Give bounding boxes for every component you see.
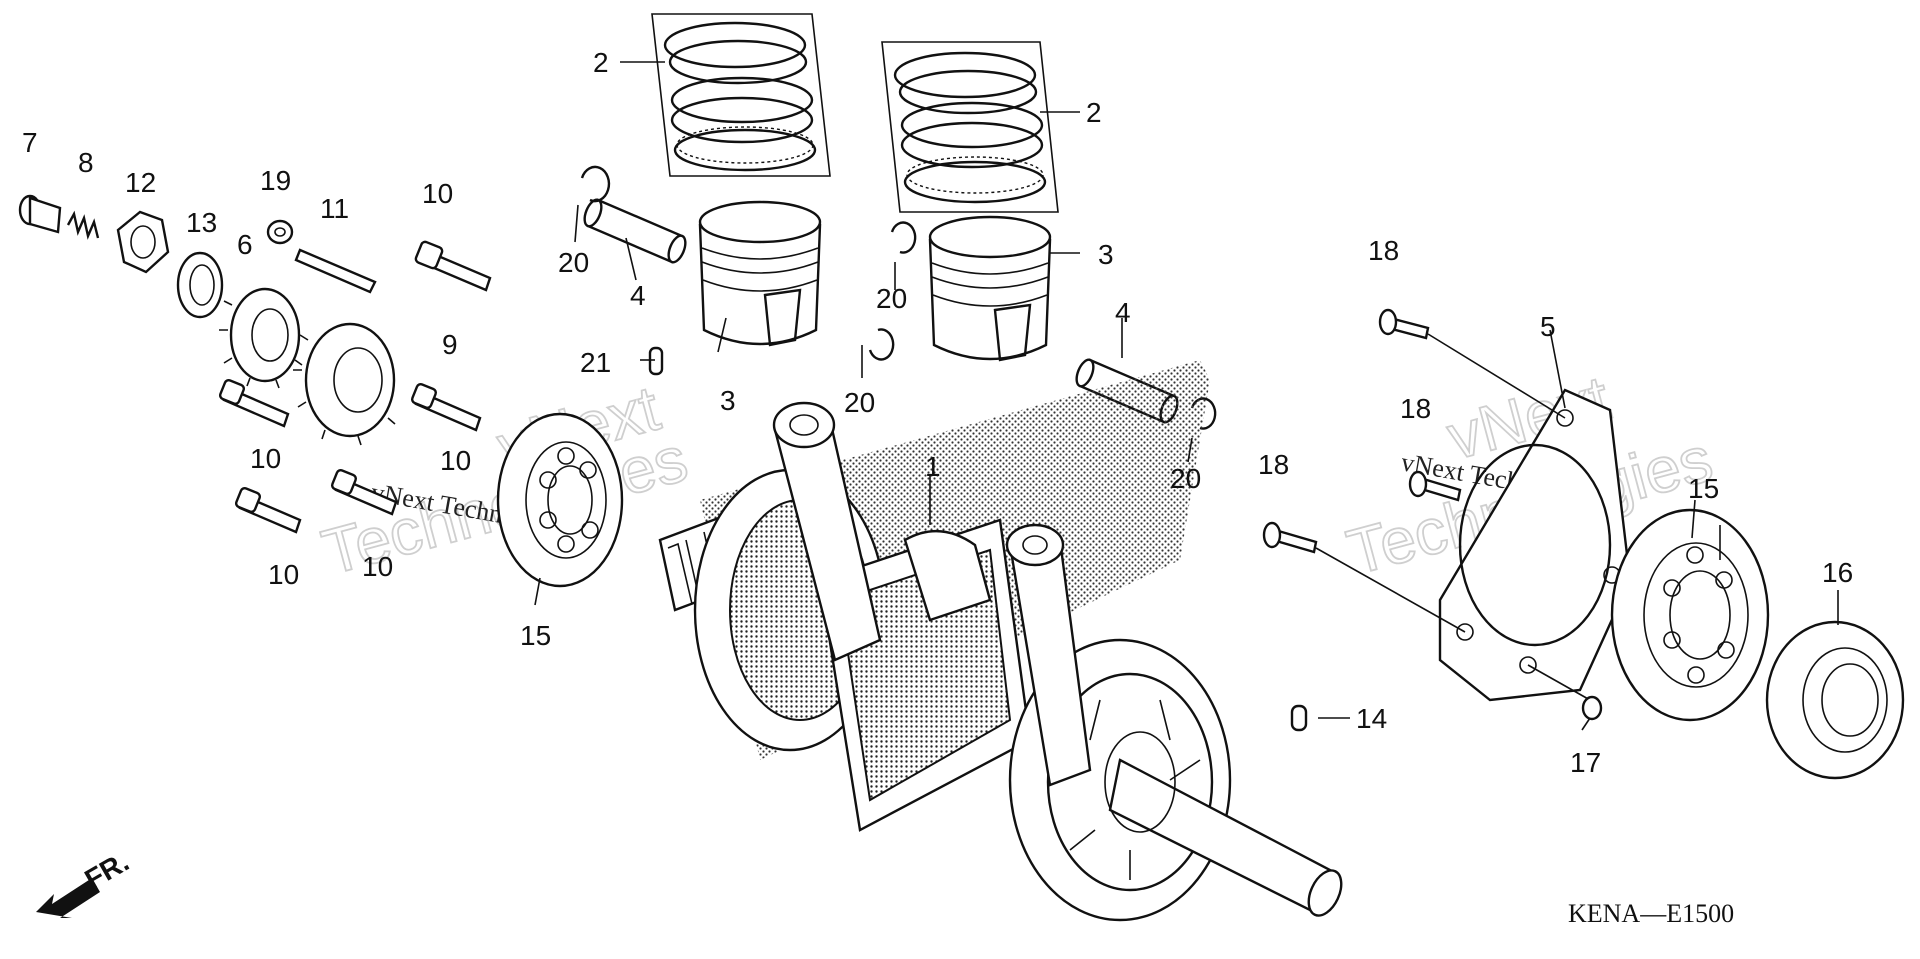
callout-10: 10 — [250, 443, 281, 474]
callout-8: 8 — [78, 147, 94, 178]
callout-18: 18 — [1258, 449, 1289, 480]
nut-12 — [116, 210, 170, 274]
callout-5: 5 — [1540, 311, 1556, 342]
callout-2: 2 — [593, 47, 609, 78]
dowel-pin-14 — [1290, 704, 1308, 732]
callout-2: 2 — [1086, 97, 1102, 128]
bearing-left — [496, 412, 624, 588]
washer-13 — [176, 251, 224, 319]
piston-ring-set-left — [651, 13, 831, 177]
callout-1: 1 — [925, 451, 941, 482]
callout-18: 18 — [1400, 393, 1431, 424]
oil-seal-16 — [1765, 620, 1905, 780]
bolt-18-group — [1262, 308, 1462, 554]
callout-10: 10 — [268, 559, 299, 590]
spring-8 — [66, 210, 100, 240]
piston-right — [928, 215, 1052, 362]
callout-4: 4 — [630, 280, 646, 311]
callout-15: 15 — [520, 620, 551, 651]
callout-20: 20 — [876, 283, 907, 314]
leader-dashes-right — [1315, 333, 1591, 701]
washer-17 — [1581, 695, 1603, 721]
callout-13: 13 — [186, 207, 217, 238]
callout-3: 3 — [1098, 239, 1114, 270]
callout-7: 7 — [22, 127, 38, 158]
piston-pin-left — [583, 198, 687, 264]
callout-21: 21 — [580, 347, 611, 378]
piston-ring-set-right — [881, 41, 1059, 213]
callout-9: 9 — [442, 329, 458, 360]
callout-19: 19 — [260, 165, 291, 196]
front-direction-arrow: FR. — [36, 846, 134, 918]
bearing-right — [1610, 508, 1770, 722]
stud-11 — [294, 248, 377, 294]
cap-bolt-7 — [18, 194, 62, 234]
callout-17: 17 — [1570, 747, 1601, 778]
leader-lines — [534, 61, 1839, 731]
callout-3: 3 — [720, 385, 736, 416]
callout-4: 4 — [1115, 297, 1131, 328]
callout-11: 11 — [320, 193, 349, 224]
crankshaft-assembly — [658, 360, 1343, 922]
callout-20: 20 — [558, 247, 589, 278]
gear-9 — [293, 322, 396, 446]
callout-10: 10 — [422, 178, 453, 209]
callout-6: 6 — [237, 229, 253, 260]
callout-10: 10 — [440, 445, 471, 476]
piston-left — [698, 200, 822, 347]
callout-5: 15 — [1688, 473, 1719, 504]
callout-18: 18 — [1368, 235, 1399, 266]
bearing-holder-plate-5 — [1438, 388, 1632, 702]
callout-16: 16 — [1822, 557, 1853, 588]
callout-labels: 1 2 2 3 3 4 4 5 15 6 7 8 9 10 10 10 10 1… — [22, 47, 1853, 778]
callout-20: 20 — [1170, 463, 1201, 494]
callout-14: 14 — [1356, 703, 1387, 734]
flange-bolt-group — [218, 240, 492, 534]
washer-19 — [266, 219, 294, 245]
diagram-code: KENA—E1500 — [1568, 899, 1734, 928]
callout-10: 10 — [362, 551, 393, 582]
callout-20: 20 — [844, 387, 875, 418]
dowel-pin-21 — [648, 346, 664, 376]
gear-6 — [219, 287, 303, 389]
callout-12: 12 — [125, 167, 156, 198]
